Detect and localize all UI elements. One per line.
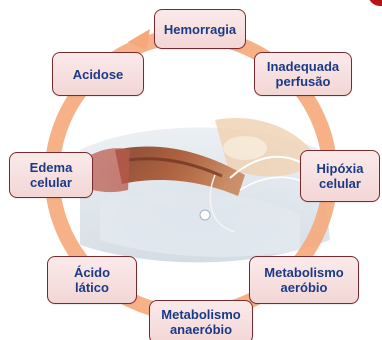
node-metabolismo-anaerobio: Metabolismo anaeróbio xyxy=(149,300,253,340)
node-edema-celular-line1: Edema xyxy=(30,160,73,175)
node-inadequada-perfusao-line1: Inadequada xyxy=(267,59,339,74)
node-acidose-line1: Acidose xyxy=(73,67,124,82)
node-edema-celular-line2: celular xyxy=(30,175,72,190)
node-acido-latico-line2: lático xyxy=(75,280,109,295)
node-hemorragia: Hemorragia xyxy=(154,9,246,49)
node-metabolismo-aerobio: Metabolismo aeróbio xyxy=(249,256,359,304)
node-metabolismo-aerobio-line1: Metabolismo xyxy=(264,265,343,280)
node-metabolismo-anaerobio-line1: Metabolismo xyxy=(161,307,240,322)
node-hipoxia-celular-line1: Hipóxia xyxy=(317,161,364,176)
node-hipoxia-celular: Hipóxia celular xyxy=(300,150,380,202)
node-inadequada-perfusao-line2: perfusão xyxy=(276,74,331,89)
node-inadequada-perfusao: Inadequada perfusão xyxy=(254,52,352,96)
node-acido-latico: Ácido lático xyxy=(47,256,137,304)
node-edema-celular: Edema celular xyxy=(9,152,93,198)
node-hipoxia-celular-line2: celular xyxy=(319,176,361,191)
node-metabolismo-anaerobio-line2: anaeróbio xyxy=(170,322,232,337)
node-metabolismo-aerobio-line2: aeróbio xyxy=(281,280,328,295)
node-hemorragia-line1: Hemorragia xyxy=(164,22,236,37)
node-acidose: Acidose xyxy=(52,52,144,96)
node-acido-latico-line1: Ácido xyxy=(74,265,110,280)
